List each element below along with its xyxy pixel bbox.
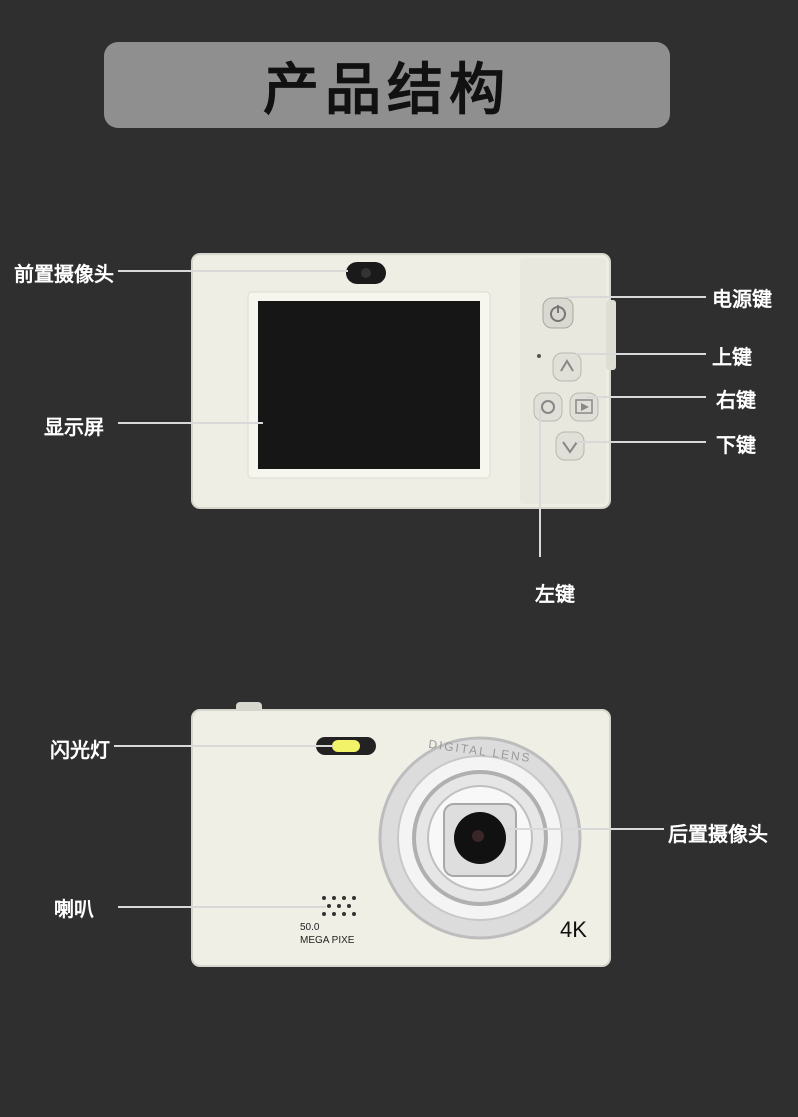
label-up-key: 上键 [712, 345, 752, 369]
label-front-camera: 前置摄像头 [14, 262, 114, 286]
left-settings-icon [533, 392, 563, 422]
speaker-grille [322, 896, 356, 916]
callout-line-front-camera [118, 270, 348, 272]
rear-camera-lens [378, 736, 582, 940]
label-rear-camera: 后置摄像头 [668, 822, 768, 846]
callout-line-display [118, 422, 263, 424]
label-display: 显示屏 [44, 415, 104, 439]
label-down-key: 下键 [716, 433, 756, 457]
callout-line-up-key [576, 353, 706, 355]
megapixel-value: 50.0 [300, 922, 320, 933]
label-speaker: 喇叭 [54, 897, 94, 921]
display-screen [258, 301, 480, 469]
callout-line-power-key [566, 296, 706, 298]
resolution-badge: 4K [560, 917, 587, 942]
power-icon [542, 297, 574, 329]
down-arrow-icon [555, 431, 585, 461]
label-right-key: 右键 [716, 388, 756, 412]
title-banner: 产品结构 [104, 42, 670, 128]
page-title: 产品结构 [263, 57, 511, 123]
right-playback-icon [569, 392, 599, 422]
up-arrow-icon [552, 352, 582, 382]
callout-line-rear-camera [506, 828, 664, 830]
megapixel-label: MEGA PIXE [300, 935, 355, 946]
callout-line-flash [114, 745, 334, 747]
callout-line-speaker [118, 906, 326, 908]
label-left-key: 左键 [535, 582, 575, 606]
label-power-key: 电源键 [712, 287, 772, 311]
callout-line-down-key [576, 441, 706, 443]
callout-line-left-key [539, 407, 541, 557]
label-flash: 闪光灯 [50, 738, 110, 762]
callout-line-right-key [586, 396, 706, 398]
